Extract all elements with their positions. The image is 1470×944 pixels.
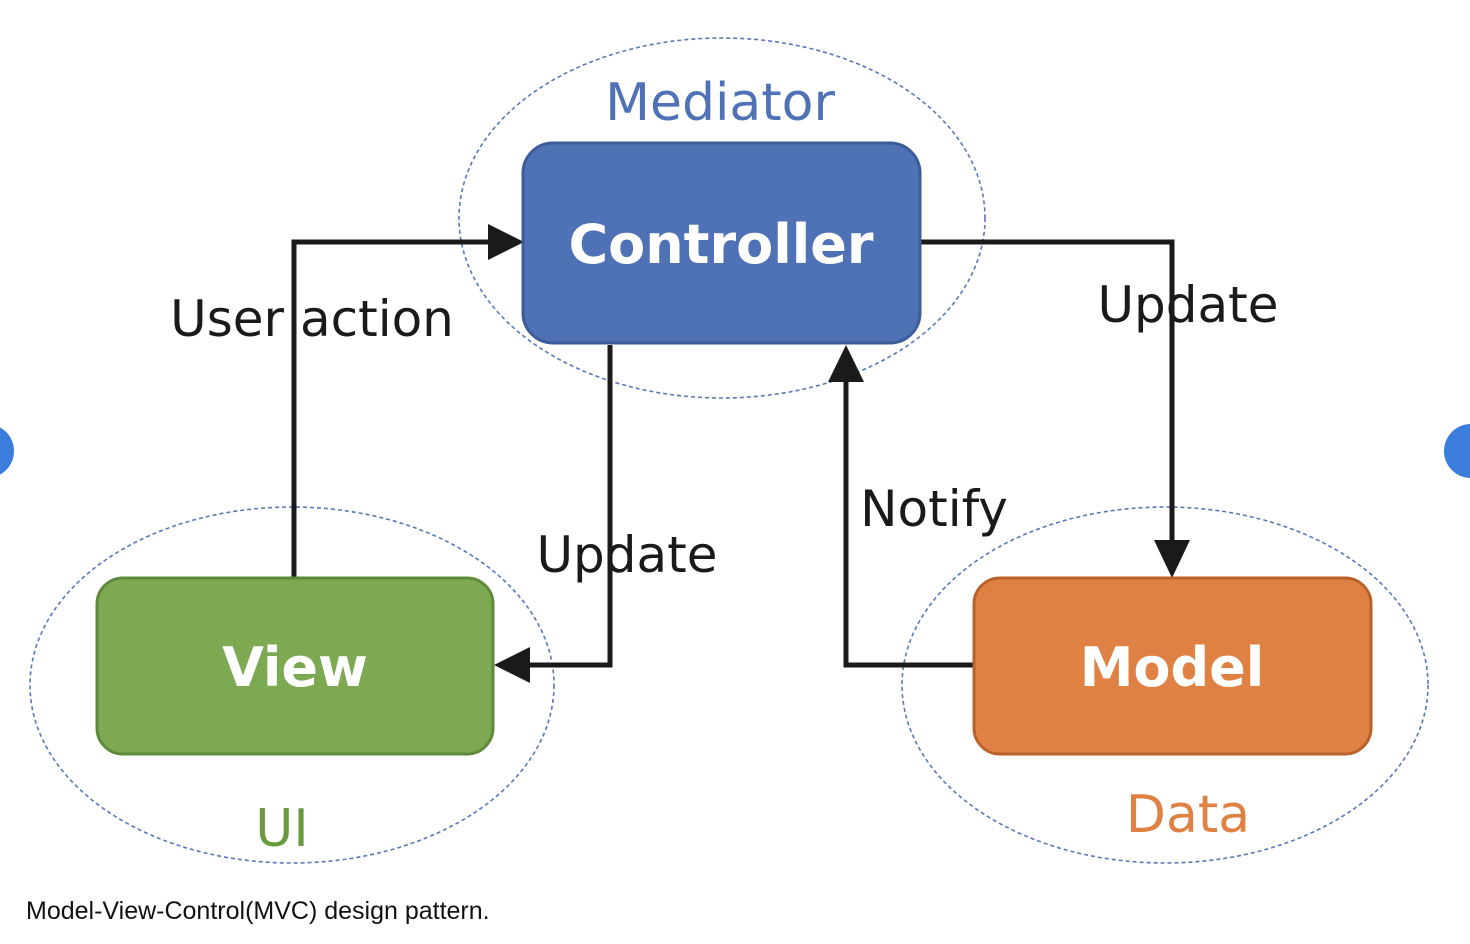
view-box (95, 576, 495, 756)
user-action-arrowhead (488, 224, 524, 260)
controller-label: Controller (569, 213, 874, 276)
mediator-group-ellipse (458, 37, 986, 399)
model-label: Model (1080, 636, 1265, 699)
notify-label: Notify (860, 480, 1008, 538)
view-label: View (222, 636, 368, 699)
update-to-view-arrowhead (494, 647, 530, 683)
update-to-model-connector (920, 239, 1175, 542)
update-to-view-connector (528, 345, 613, 668)
data-group-ellipse (901, 506, 1429, 864)
update-to-model-arrowhead (1154, 540, 1190, 578)
user-action-connector (291, 239, 492, 578)
notify-connector (843, 380, 975, 668)
data-group-label: Data (1126, 785, 1250, 845)
mvc-diagram: Controller View Model Mediator UI Data U… (29, 37, 1429, 864)
notify-arrowhead (828, 345, 864, 382)
model-box (972, 576, 1373, 756)
figure-caption: Model-View-Control(MVC) design pattern. (26, 897, 490, 925)
mediator-group-label: Mediator (605, 73, 835, 133)
update-to-view-label: Update (536, 526, 717, 584)
update-to-model-label: Update (1097, 276, 1278, 334)
ui-group-label: UI (255, 799, 308, 859)
user-action-label: User action (170, 290, 454, 348)
controller-box (521, 141, 922, 345)
